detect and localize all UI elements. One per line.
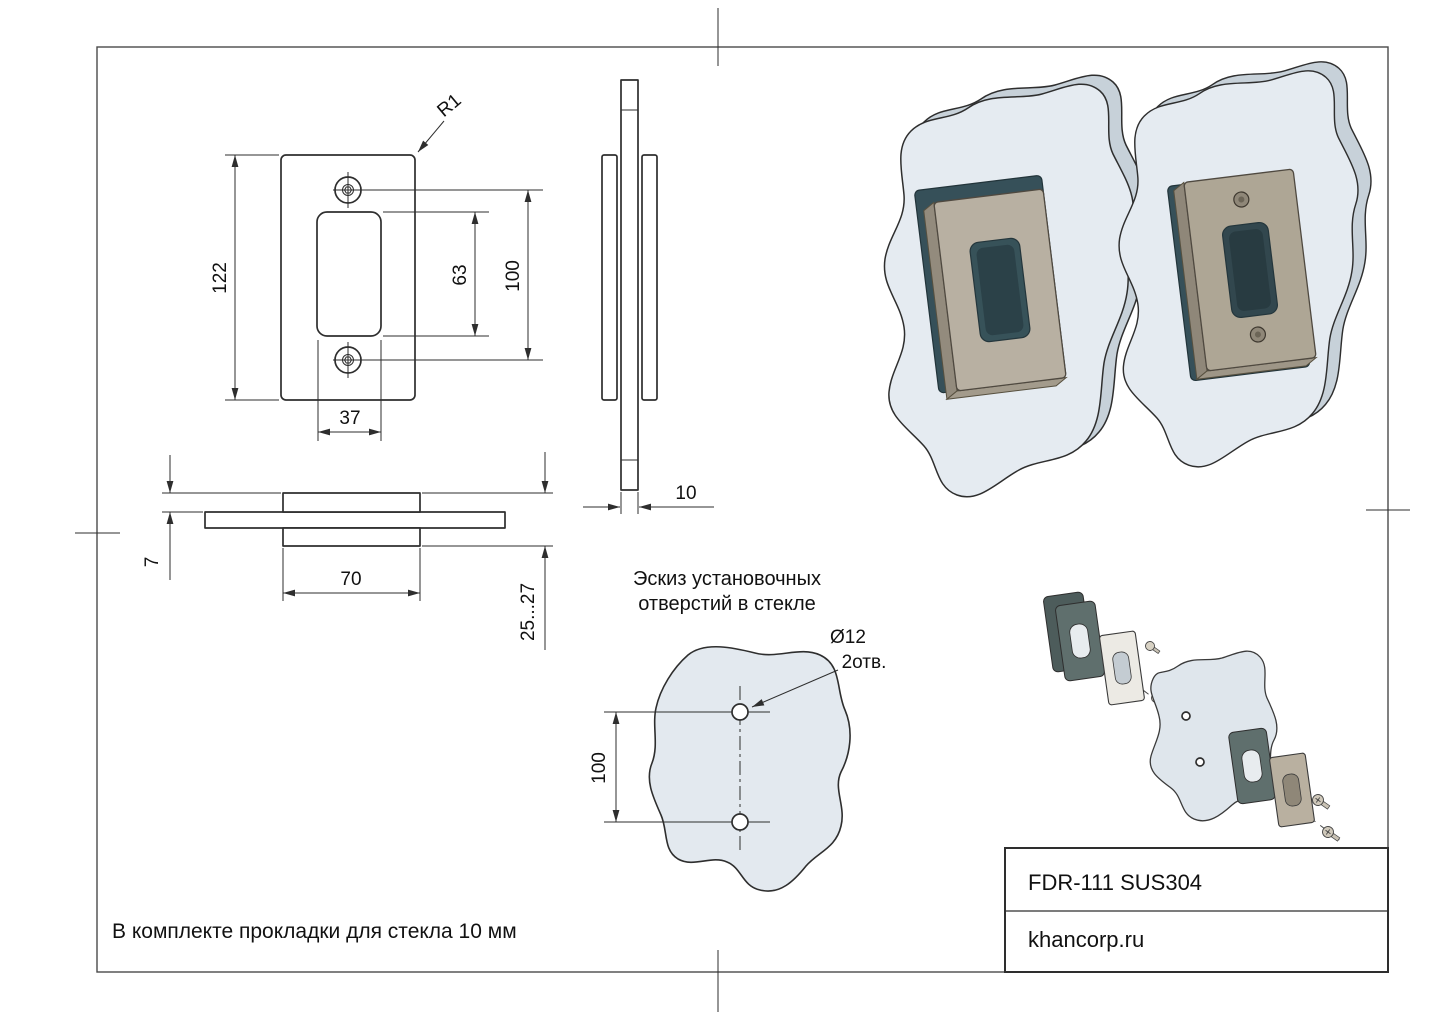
dim-text-radius: R1	[433, 90, 465, 122]
dim-text-height: 122	[210, 262, 231, 294]
callout-hole-count: 2отв.	[842, 652, 887, 673]
dim-text-overall: 25...27	[518, 583, 539, 641]
iso-back-handle	[914, 175, 1068, 401]
front-cutout	[316, 211, 382, 337]
iso-front-handle	[1167, 168, 1318, 382]
side-plate-left	[601, 154, 618, 401]
glass-hole-sketch: Эскиз установочных отверстий в стекле 10…	[589, 568, 887, 892]
exploded-view	[1043, 591, 1343, 843]
exploded-plate-b	[1269, 752, 1315, 828]
title-block-model: FDR-111 SUS304	[1028, 870, 1202, 895]
exploded-plate-a	[1099, 630, 1145, 706]
dim-text-plate-thickness: 7	[142, 557, 163, 568]
exploded-screw-top	[1312, 794, 1331, 810]
exploded-pin-top	[1145, 641, 1161, 655]
dim-text-glass-thickness: 10	[675, 483, 696, 504]
iso-view-back	[883, 74, 1148, 498]
section-glass	[204, 511, 506, 529]
dim-text-cutout-width: 37	[339, 408, 360, 429]
sketch-title-line2: отверстий в стекле	[638, 593, 816, 615]
leader-r1	[417, 120, 445, 153]
section-view: 7 70 25...27	[142, 452, 553, 650]
drawing-border	[75, 8, 1410, 1012]
dim-text-sketch-spacing: 100	[589, 752, 610, 784]
dim-text-hole-spacing: 100	[503, 260, 524, 292]
front-view: 122 63 100 37 R1	[210, 90, 543, 441]
dim-text-plate-width: 70	[340, 569, 361, 590]
sketch-hole-bottom	[731, 813, 749, 831]
sketch-title-line1: Эскиз установочных	[633, 568, 821, 590]
side-view: 10	[583, 79, 714, 514]
side-plate-right	[641, 154, 658, 401]
title-block: FDR-111 SUS304 khancorp.ru	[1004, 847, 1389, 973]
sketch-glass-blob	[648, 645, 851, 892]
kit-note: В комплекте прокладки для стекла 10 мм	[112, 920, 517, 943]
side-glass-edge	[620, 79, 639, 491]
dim-text-cutout-height: 63	[450, 264, 471, 285]
section-plate-bottom	[282, 527, 421, 547]
sketch-hole-top	[731, 703, 749, 721]
title-block-site: khancorp.ru	[1028, 927, 1144, 952]
exploded-screw-bottom	[1322, 826, 1341, 842]
section-plate-top	[282, 492, 421, 513]
callout-diameter: Ø12	[830, 627, 866, 648]
iso-view-front	[1118, 61, 1372, 468]
front-plate-outline	[280, 154, 416, 401]
